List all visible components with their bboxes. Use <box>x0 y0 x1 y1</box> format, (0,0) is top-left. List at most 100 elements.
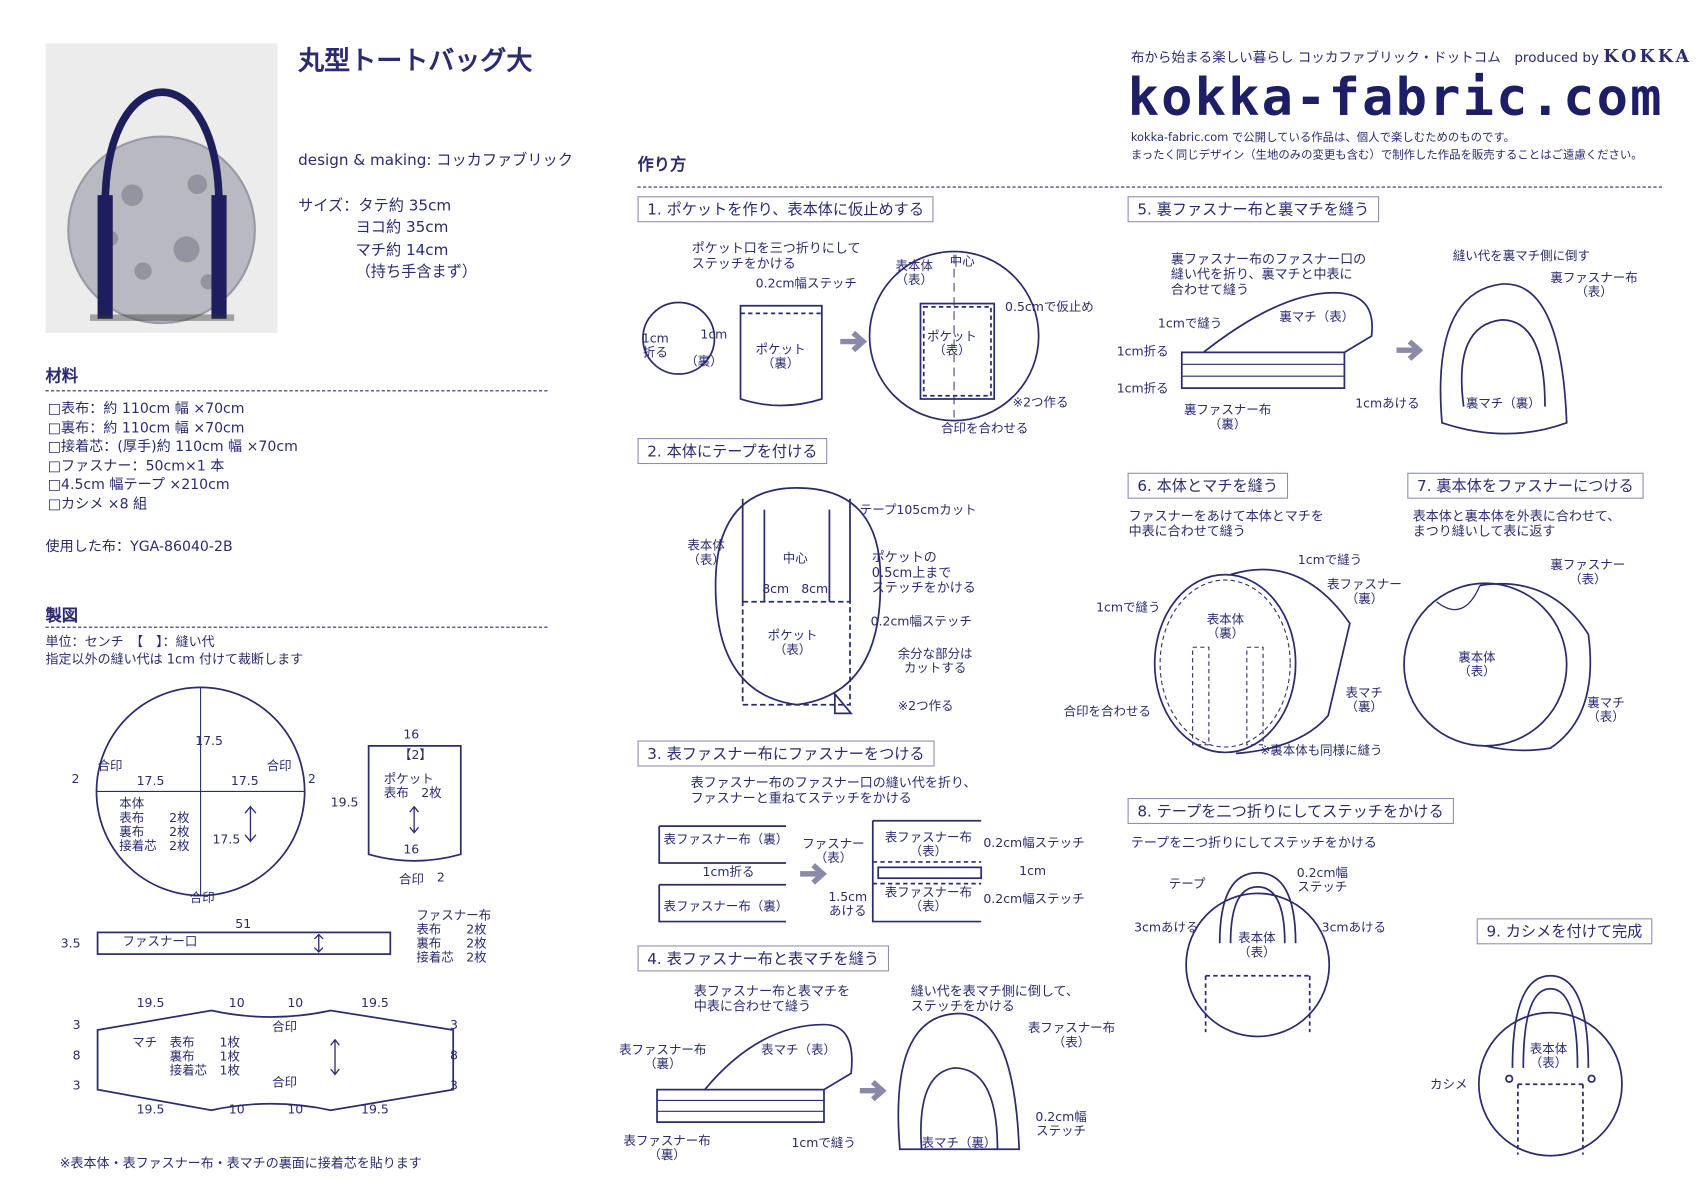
step-9-label: カシメ <box>1430 1076 1468 1092</box>
materials-heading: 材料 <box>45 366 79 386</box>
material-item: □4.5cm 幅テープ ×210cm <box>47 477 230 494</box>
step-4-label: 表マチ（表） <box>761 1041 836 1058</box>
design-credit: design & making: コッカファブリック <box>298 151 573 170</box>
step-5-label: 縫い代を裏マチ側に倒す <box>1452 248 1590 264</box>
allowance-note: 指定以外の縫い代は 1cm 付けて裁断します <box>45 651 304 667</box>
step-6-label: 1cmで縫う <box>1297 551 1363 568</box>
pattern-heading: 製図 <box>45 606 79 626</box>
step1-diagram <box>642 250 1040 422</box>
step-3-label: 0.2cm幅ステッチ <box>983 834 1085 851</box>
pattern-dimension-label: 10 <box>287 1101 304 1117</box>
step-1-label: （裏） <box>685 353 723 369</box>
material-item: □表布：約 110cm 幅 ×70cm <box>47 401 245 418</box>
step-3-label: 表ファスナー布（裏） <box>663 831 789 847</box>
unit-note: 単位：センチ 【 】：縫い代 <box>45 634 215 650</box>
divider <box>637 186 1663 188</box>
step-4-label: 表ファスナー布 （裏） <box>623 1132 711 1163</box>
pattern-dimension-label: 19.5 <box>136 1101 165 1117</box>
step-2-label: ※2つ作る <box>897 698 954 714</box>
pattern-dimension-label: 3.5 <box>60 935 81 951</box>
material-item: □裏布：約 110cm 幅 ×70cm <box>47 420 245 437</box>
step-7-label: 裏マチ （表） <box>1587 694 1625 725</box>
pattern-dimension-label: 3 <box>449 1016 458 1033</box>
size-line: ヨコ約 35cm <box>355 219 449 237</box>
pattern-dimension-label: ポケット 表布 2枚 <box>383 770 442 801</box>
page-title: 丸型トートバッグ大 <box>298 45 533 76</box>
tagline-text: 布から始まる楽しい暮らし コッカファブリック・ドットコム produced by <box>1130 48 1600 66</box>
step-7-label: 裏本体 （表） <box>1458 649 1496 679</box>
step-5-label: 裏ファスナー布 （表） <box>1550 269 1638 300</box>
step-5-description: 裏ファスナー布のファスナー口の 縫い代を折り、裏マチと中表に 合わせて縫う <box>1170 251 1367 298</box>
pattern-footnote: ※表本体・表ファスナー布・表マチの裏面に接着芯を貼ります <box>59 1155 422 1171</box>
step-1-label: ※2つ作る <box>1012 394 1069 410</box>
bag-photo <box>45 43 278 333</box>
site-logo[interactable]: kokka-fabric.com <box>1127 67 1664 128</box>
size-line: （持ち手含まず） <box>355 263 478 281</box>
notice-line: まったく同じデザイン（生地のみの変更も含む）で制作した作品を販売することはご遠慮… <box>1130 148 1643 162</box>
step8-diagram <box>1185 871 1331 1038</box>
step-5-label: 1cmで縫う <box>1157 315 1223 331</box>
pattern-dimension-label: 8 <box>449 1047 458 1063</box>
step-2-label: 表本体 （表） <box>687 537 725 568</box>
step6-diagram <box>1153 568 1351 755</box>
step-3-label: 表ファスナー布（裏） <box>663 898 789 914</box>
material-item: □接着芯：(厚手)約 110cm 幅 ×70cm <box>47 439 298 456</box>
pattern-dimension-label: 合印 <box>272 1074 298 1090</box>
step-2-label: 余分な部分は カットする <box>897 646 973 676</box>
pattern-dimension-label: 合印 <box>266 757 292 774</box>
step-8-label: 3cmあける <box>1134 919 1199 935</box>
step-8-title: 8. テープを二つ折りにしてステッチをかける <box>1127 797 1454 824</box>
step-2-label: 中心 <box>782 550 808 566</box>
step-1-label: 1cm 折る <box>641 330 669 360</box>
pattern-dimension-label: 3 <box>449 1077 458 1093</box>
step-1-label: 中心 <box>949 253 975 269</box>
step-5-label: 裏マチ（表） <box>1279 308 1355 325</box>
step9-diagram <box>1477 974 1623 1157</box>
step-2-description: ポケットの 0.5cm上まで ステッチをかける <box>871 549 976 596</box>
step-3-description: 表ファスナー布のファスナー口の縫い代を折り、 ファスナーと重ねてステッチをかける <box>690 775 977 806</box>
pattern-dimension-label: 16 <box>403 726 420 742</box>
step-4-title: 4. 表ファスナー布と表マチを縫う <box>637 945 889 972</box>
pattern-dimension-label: ファスナー口 <box>122 933 198 949</box>
step-7-description: 表本体と裏本体を外表に合わせて、 まつり縫いして表に返す <box>1412 508 1621 539</box>
pattern-dimension-label: 17.5 <box>136 773 165 789</box>
step-4-label: 表ファスナー布 （裏） <box>619 1041 707 1072</box>
step-8-label: 表本体 （表） <box>1238 930 1276 960</box>
pattern-dimension-label: 10 <box>228 1101 245 1117</box>
step-6-description: ファスナーをあけて本体とマチを 中表に合わせて縫う <box>1128 508 1324 539</box>
step-4-label: 表マチ（裏） <box>921 1135 997 1151</box>
pattern-body-circle <box>95 686 306 897</box>
pattern-dimension-label: 10 <box>228 995 245 1011</box>
step-5-label: 1cm折る <box>1116 343 1169 359</box>
step3-diagram <box>658 819 983 923</box>
step-4-label: 0.2cm幅 ステッチ <box>1035 1109 1087 1139</box>
notice-line: kokka-fabric.com で公開している作品は、個人で楽しむためのもので… <box>1130 131 1516 145</box>
step-3-label: ファスナー （表） <box>802 835 865 866</box>
pattern-dimension-label: 合印 <box>398 871 424 887</box>
step-3-label: 1cm折る <box>702 864 755 880</box>
pattern-dimension-label: 2 <box>436 869 445 885</box>
step-1-label: ポケット （表） <box>926 328 977 358</box>
step-4-description: 表ファスナー布と表マチを 中表に合わせて縫う <box>693 983 851 1014</box>
divider <box>45 390 548 392</box>
step-4-label: 1cmで縫う <box>791 1135 856 1151</box>
step-4-label: 表ファスナー布 （表） <box>1027 1020 1116 1050</box>
instructions-heading: 作り方 <box>637 155 687 175</box>
brand-name: KOKKA <box>1603 45 1693 67</box>
pattern-dimension-label: 合印 <box>189 890 215 906</box>
step-6-label: 表本体 （裏） <box>1206 611 1245 641</box>
divider <box>45 626 548 628</box>
step-1-label: 0.5cmで仮止め <box>1005 299 1094 315</box>
pattern-dimension-label: 10 <box>287 995 304 1011</box>
step-5-label: 裏ファスナー布 （裏） <box>1183 402 1272 432</box>
pattern-dimension-label: 【2】 <box>398 747 432 763</box>
material-item: □ファスナー：50cm×1 本 <box>47 458 225 475</box>
step-7-label: 裏ファスナー （表） <box>1550 557 1626 587</box>
pattern-dimension-label: マチ 表布 1枚 裏布 1枚 接着芯 1枚 <box>132 1034 240 1078</box>
pattern-pocket <box>367 745 462 862</box>
step-3-label: 1.5cm あける <box>828 889 868 919</box>
step-6-label: 表マチ （裏） <box>1345 685 1383 715</box>
pattern-dimension-label: 17.5 <box>195 732 223 749</box>
